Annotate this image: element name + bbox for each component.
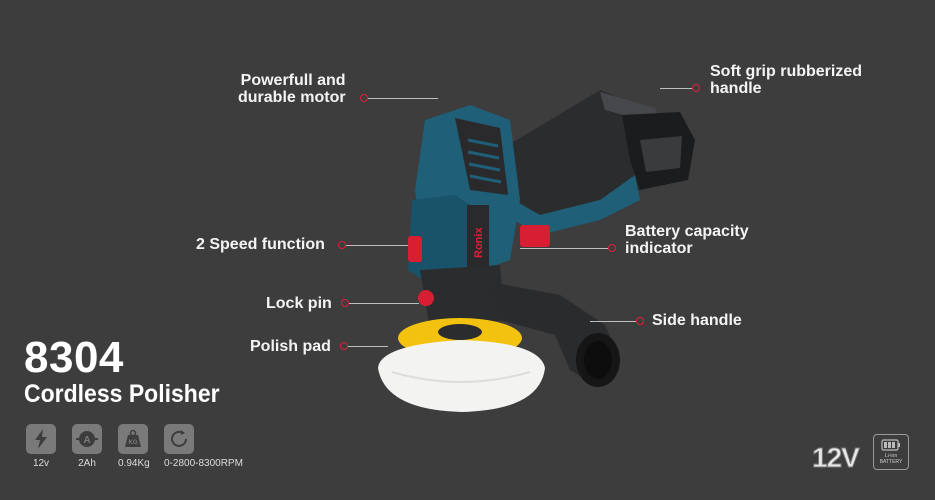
callout-speed-label: 2 Speed function: [196, 236, 325, 253]
product-model-number: 8304: [24, 333, 124, 382]
spec-capacity: A 2Ah: [72, 424, 102, 469]
callout-battery-indicator: Battery capacity indicator: [625, 223, 749, 257]
callout-polish-pad-dot: [340, 342, 348, 350]
callout-side-handle: Side handle: [652, 312, 742, 329]
rpm-speed-icon: [164, 424, 194, 454]
callout-battery-leader: [520, 248, 608, 249]
callout-side-handle-dot: [636, 317, 644, 325]
callout-polish-pad: Polish pad: [250, 338, 331, 355]
callout-lock-pin-leader: [349, 303, 419, 304]
callout-polish-pad-leader: [348, 346, 388, 347]
callout-handle-line2: handle: [710, 80, 762, 97]
product-name: Cordless Polisher: [24, 380, 220, 408]
battery-badge-line1: Li-ion: [884, 453, 898, 459]
svg-text:Ronix: Ronix: [473, 227, 485, 258]
callout-handle-dot: [692, 84, 700, 92]
callout-speed-dot: [338, 241, 346, 249]
callout-handle-line1: Soft grip rubberized: [710, 63, 862, 80]
callout-lock-pin-label: Lock pin: [266, 295, 332, 312]
spec-rpm: 0-2800-8300RPM: [164, 424, 243, 469]
polish-pad-wool: [378, 340, 545, 412]
callout-motor-leader: [368, 98, 438, 99]
callout-battery-line1: Battery capacity: [625, 223, 749, 240]
callout-motor-line1: Powerfull and: [240, 72, 346, 89]
spec-voltage-label: 12v: [32, 458, 50, 469]
lightning-bolt-icon: [26, 424, 56, 454]
callout-motor-dot: [360, 94, 368, 102]
spec-weight-label: 0.94Kg: [118, 458, 150, 469]
battery-badge-line2: BATTERY: [879, 459, 903, 465]
weight-kg-icon: KG: [118, 424, 148, 454]
callout-side-handle-leader: [590, 321, 636, 322]
callout-battery-dot: [608, 244, 616, 252]
callout-lock-pin-dot: [341, 299, 349, 307]
callout-motor-line2: durable motor: [238, 89, 346, 106]
svg-text:A: A: [83, 435, 90, 446]
spec-voltage: 12v: [26, 424, 56, 469]
spec-capacity-label: 2Ah: [78, 458, 96, 469]
callout-polish-pad-label: Polish pad: [250, 338, 331, 355]
callout-motor: Powerfull and durable motor: [238, 72, 346, 106]
callout-battery-line2: indicator: [625, 240, 693, 257]
callout-lock-pin: Lock pin: [266, 295, 332, 312]
callout-handle-leader: [660, 88, 692, 89]
callout-speed-leader: [346, 245, 408, 246]
spec-rpm-label: 0-2800-8300RPM: [164, 458, 243, 469]
amp-hour-icon: A: [72, 424, 102, 454]
callout-side-handle-label: Side handle: [652, 312, 742, 329]
spec-weight: KG 0.94Kg: [118, 424, 150, 469]
li-ion-battery-badge: Li-ion BATTERY: [873, 434, 909, 470]
battery-icon: [881, 439, 900, 451]
callout-handle: Soft grip rubberized handle: [710, 63, 862, 97]
svg-text:KG: KG: [129, 440, 138, 446]
callout-speed: 2 Speed function: [196, 236, 325, 253]
voltage-badge: 12V: [812, 442, 861, 474]
